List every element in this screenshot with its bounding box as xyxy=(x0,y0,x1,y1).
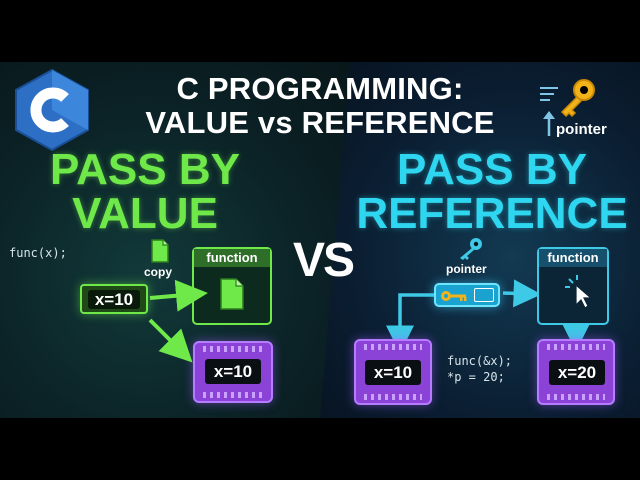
chip-pins-bottom xyxy=(364,394,422,400)
chip-pins-bottom xyxy=(547,394,605,400)
vs-label: VS xyxy=(292,234,355,287)
chip-pins-top xyxy=(364,344,422,350)
top-letterbox xyxy=(0,0,640,62)
right-source-value: x=10 xyxy=(365,360,421,385)
chip-pins-top xyxy=(203,346,263,352)
pointer-screen-icon xyxy=(474,288,494,302)
key-icon xyxy=(441,291,467,301)
left-source-variable: x=10 xyxy=(80,284,148,314)
right-source-chip: x=10 xyxy=(354,339,432,405)
left-result-chip: x=10 xyxy=(193,341,273,403)
right-function-box: function xyxy=(537,247,609,325)
badge-pointer-label: pointer xyxy=(556,121,607,138)
right-result-chip: x=20 xyxy=(537,339,615,405)
left-heading-line-1: PASS BY xyxy=(50,145,240,194)
right-code-line-2: *p = 20; xyxy=(447,370,505,384)
key-icon xyxy=(460,238,482,260)
left-heading-line-2: VALUE xyxy=(72,189,218,238)
document-icon xyxy=(220,278,244,310)
chip-pins-bottom xyxy=(203,392,263,398)
right-result-value: x=20 xyxy=(549,360,605,385)
title-line-1: C PROGRAMMING: xyxy=(176,71,464,106)
right-function-label: function xyxy=(539,249,607,267)
right-heading-line-1: PASS BY xyxy=(397,145,587,194)
bottom-letterbox xyxy=(0,418,640,480)
left-source-value: x=10 xyxy=(88,290,140,309)
left-function-label: function xyxy=(194,249,270,267)
c-language-logo xyxy=(15,68,89,152)
pointer-device xyxy=(434,283,500,307)
left-result-value: x=10 xyxy=(205,359,261,384)
right-code-line-1: func(&x); xyxy=(447,354,513,368)
copy-label: copy xyxy=(144,265,173,279)
up-arrow-icon xyxy=(543,111,555,136)
cursor-icon xyxy=(565,275,593,309)
chip-pins-top xyxy=(547,344,605,350)
title-line-2: VALUE vs REFERENCE xyxy=(145,105,495,140)
left-code-call: func(x); xyxy=(9,246,67,260)
pointer-label: pointer xyxy=(446,262,487,276)
key-icon xyxy=(540,79,595,118)
right-heading-line-2: REFERENCE xyxy=(356,189,628,238)
document-icon xyxy=(151,239,169,263)
